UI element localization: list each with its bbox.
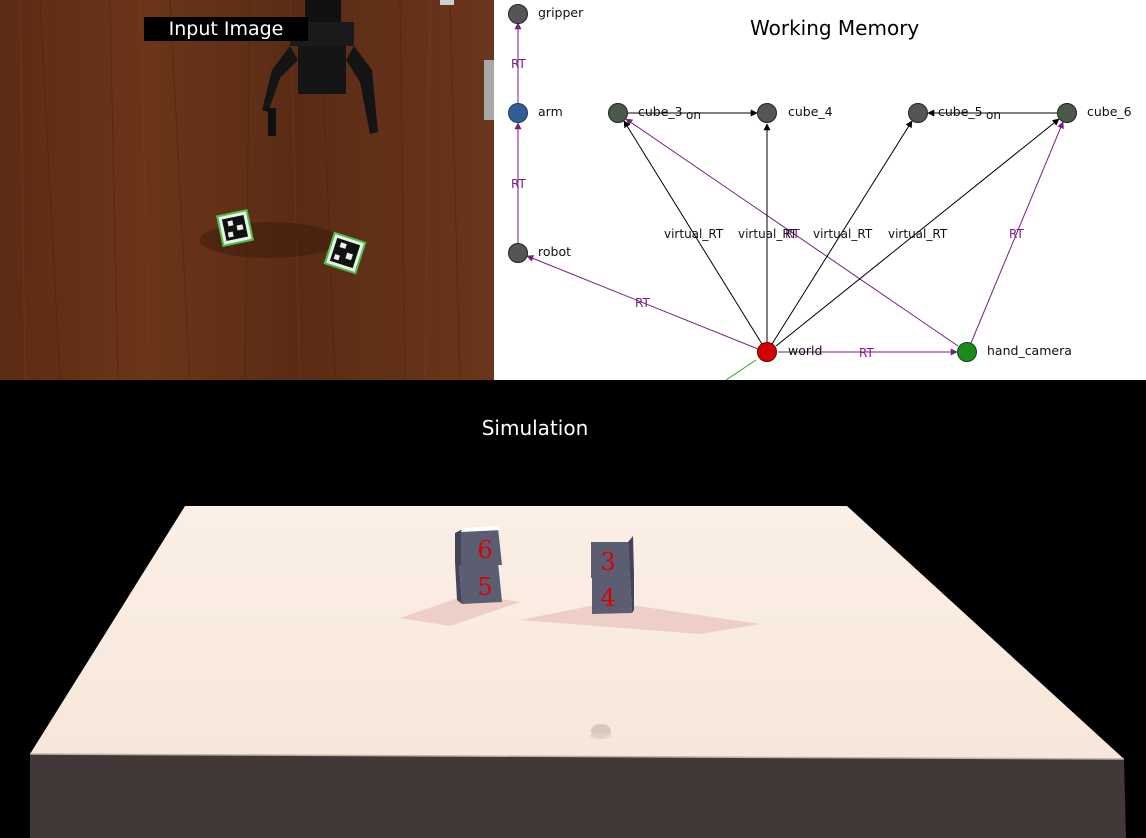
node-cube-4 — [757, 103, 777, 123]
cube-stack-right — [591, 536, 634, 614]
edge-world-cube3 — [623, 120, 763, 345]
input-image-title: Input Image — [144, 17, 308, 41]
simulation-view: 6 5 3 4 — [29, 506, 1126, 838]
edge-label-world-handcamera: RT — [859, 346, 874, 360]
label-arm: arm — [538, 104, 563, 119]
working-memory-title: Working Memory — [750, 16, 920, 40]
node-gripper — [508, 4, 528, 24]
aruco-marker-a — [216, 209, 254, 247]
edge-world-cube6 — [775, 118, 1060, 347]
node-hand-camera — [957, 342, 977, 362]
table-front — [30, 754, 1126, 838]
edge-label-handcamera-cube3: RT — [785, 227, 800, 241]
edge-label-world-cube6: virtual_RT — [888, 227, 948, 241]
label-cube-3: cube_3 — [638, 104, 683, 119]
edge-label-handcamera-cube6: RT — [1009, 227, 1024, 241]
cube-label-6: 6 — [477, 536, 492, 564]
cube-label-5: 5 — [477, 573, 492, 601]
input-image-panel: Input Image — [0, 0, 494, 380]
edge-label-world-cube4: virtual_RT — [738, 227, 798, 241]
label-cube-6: cube_6 — [1087, 104, 1132, 119]
edge-label-cube3-cube4: on — [686, 108, 701, 122]
edge-world-robot — [526, 255, 759, 350]
edge-handcamera-cube3 — [625, 118, 959, 347]
simulation-panel: 6 5 3 4 Simulation — [0, 380, 1146, 838]
node-arm — [508, 103, 528, 123]
working-memory-panel: Working Memory gripper arm robot cube_3 … — [494, 0, 1146, 380]
edge-label-robot-arm: RT — [511, 177, 526, 191]
cube-label-3: 3 — [600, 548, 615, 576]
edge-label-world-cube3: virtual_RT — [664, 227, 724, 241]
edge-world-cube5 — [771, 120, 913, 345]
node-cube-5 — [908, 103, 928, 123]
robot-gripper-photo — [262, 0, 378, 136]
edge-label-world-cube5: virtual_RT — [813, 227, 873, 241]
table-top — [30, 506, 1124, 759]
label-gripper: gripper — [538, 5, 584, 20]
input-image — [0, 0, 494, 380]
node-cube-6 — [1057, 103, 1077, 123]
scene-graph — [508, 4, 1077, 380]
node-cube-3 — [608, 103, 628, 123]
label-cube-4: cube_4 — [788, 104, 833, 119]
cube-label-4: 4 — [600, 584, 615, 612]
label-world: world — [788, 343, 823, 358]
node-world — [757, 342, 777, 362]
label-robot: robot — [538, 244, 571, 259]
edge-handcamera-cube6 — [970, 121, 1064, 344]
node-robot — [508, 243, 528, 263]
label-hand-camera: hand_camera — [987, 343, 1072, 358]
edge-label-cube6-cube5: on — [986, 108, 1001, 122]
edge-label-arm-gripper: RT — [511, 57, 526, 71]
aruco-marker-b — [323, 231, 367, 275]
edge-label-world-robot: RT — [635, 296, 650, 310]
label-cube-5: cube_5 — [938, 104, 983, 119]
cube-stack-left — [455, 526, 502, 604]
simulation-title: Simulation — [481, 416, 589, 440]
